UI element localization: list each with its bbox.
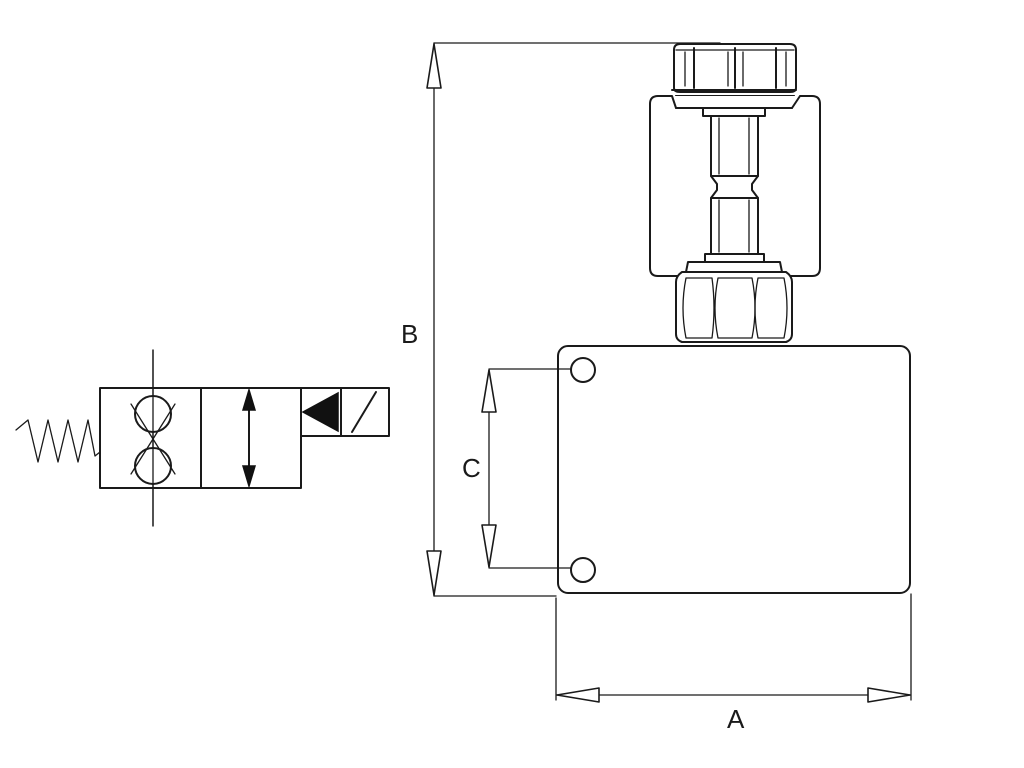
dimension-c-label: C	[462, 453, 481, 483]
valve-assembly	[557, 43, 911, 594]
shutoff-check-cell	[130, 349, 176, 527]
hex-nut	[675, 261, 793, 347]
valve-body	[557, 345, 911, 594]
mounting-hole-top	[570, 357, 596, 383]
mounting-hole-bottom	[570, 557, 596, 583]
hydraulic-symbol	[15, 349, 390, 527]
dimension-c	[481, 368, 571, 569]
open-flow-cell	[241, 387, 257, 489]
dimension-b	[426, 42, 721, 597]
spring-symbol	[15, 419, 101, 463]
dimension-a-label: A	[727, 704, 745, 734]
dimension-a	[555, 593, 912, 703]
adjustment-stem	[702, 107, 766, 263]
dimension-b-label: B	[401, 319, 418, 349]
adjustment-knob	[671, 43, 797, 105]
solenoid-actuator	[300, 387, 390, 437]
